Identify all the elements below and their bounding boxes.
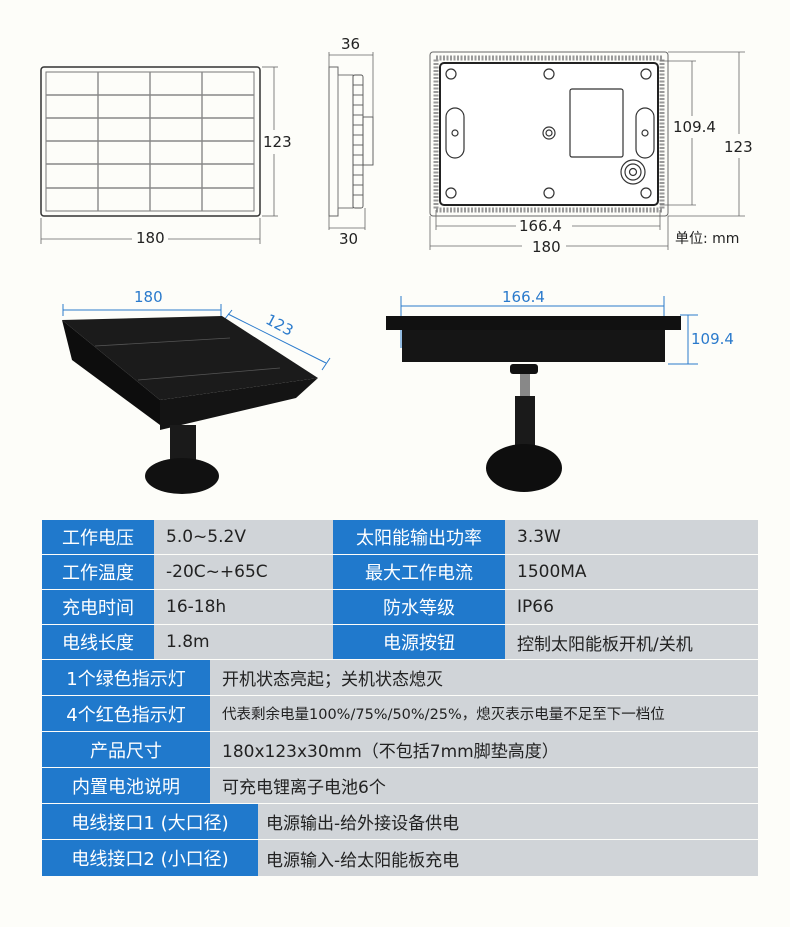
spec-key: 电源按钮 [333, 625, 505, 659]
unit-label: 单位: mm [675, 231, 740, 247]
solar-panel-photo-icon [62, 296, 698, 494]
side-top-label: 36 [341, 35, 361, 53]
spec-row: 4个红色指示灯 代表剩余电量100%/75%/50%/25%，熄灭表示电量不足至… [42, 696, 758, 732]
spec-key: 充电时间 [42, 590, 154, 624]
spec-value: 电源输入-给太阳能板充电 [258, 840, 758, 876]
spec-value: 3.3W [505, 520, 758, 554]
spec-value: 16-18h [154, 590, 333, 624]
spec-key: 最大工作电流 [333, 555, 505, 589]
spec-value: 开机状态亮起；关机状态熄灭 [210, 660, 758, 695]
back-inner-width-label: 166.4 [519, 217, 562, 235]
spec-value: 控制太阳能板开机/关机 [505, 625, 758, 659]
spec-key: 太阳能输出功率 [333, 520, 505, 554]
spec-key: 电线接口1 (大口径) [42, 804, 258, 839]
spec-row: 产品尺寸 180x123x30mm（不包括7mm脚垫高度） [42, 732, 758, 768]
spec-value: 代表剩余电量100%/75%/50%/25%，熄灭表示电量不足至下一档位 [210, 696, 758, 731]
spec-value: 电源输出-给外接设备供电 [258, 804, 758, 839]
spec-value: 1.8m [154, 625, 333, 659]
photo-side-height-label: 109.4 [691, 330, 734, 348]
spec-key: 内置电池说明 [42, 768, 210, 803]
spec-value: -20C~+65C [154, 555, 333, 589]
spec-key: 工作温度 [42, 555, 154, 589]
spec-key: 电线接口2 (小口径) [42, 840, 258, 876]
back-outer-width-label: 180 [532, 238, 561, 256]
spec-key: 4个红色指示灯 [42, 696, 210, 731]
spec-key: 1个绿色指示灯 [42, 660, 210, 695]
spec-table: 工作电压 5.0~5.2V 太阳能输出功率 3.3W 工作温度 -20C~+65… [42, 520, 758, 876]
spec-row: 电线长度 1.8m 电源按钮 控制太阳能板开机/关机 [42, 625, 758, 660]
back-inner-height-label: 109.4 [673, 118, 716, 136]
spec-key: 产品尺寸 [42, 732, 210, 767]
spec-row: 内置电池说明 可充电锂离子电池6个 [42, 768, 758, 804]
side-bottom-label: 30 [339, 230, 359, 248]
spec-key: 电线长度 [42, 625, 154, 659]
spec-row: 电线接口2 (小口径) 电源输入-给太阳能板充电 [42, 840, 758, 876]
spec-key: 防水等级 [333, 590, 505, 624]
front-height-label: 123 [263, 133, 292, 151]
spec-row: 1个绿色指示灯 开机状态亮起；关机状态熄灭 [42, 660, 758, 696]
spec-value: 1500MA [505, 555, 758, 589]
spec-value: 180x123x30mm（不包括7mm脚垫高度） [210, 732, 758, 767]
front-width-label: 180 [136, 229, 165, 247]
spec-value: 5.0~5.2V [154, 520, 333, 554]
spec-value: 可充电锂离子电池6个 [210, 768, 758, 803]
spec-row: 充电时间 16-18h 防水等级 IP66 [42, 590, 758, 625]
solar-panel-front-icon [40, 51, 745, 250]
photo-width-label: 180 [134, 288, 163, 306]
spec-row: 工作电压 5.0~5.2V 太阳能输出功率 3.3W [42, 520, 758, 555]
spec-row: 工作温度 -20C~+65C 最大工作电流 1500MA [42, 555, 758, 590]
spec-key: 工作电压 [42, 520, 154, 554]
photo-side-width-label: 166.4 [502, 288, 545, 306]
spec-value: IP66 [505, 590, 758, 624]
back-outer-height-label: 123 [724, 138, 753, 156]
spec-row: 电线接口1 (大口径) 电源输出-给外接设备供电 [42, 804, 758, 840]
